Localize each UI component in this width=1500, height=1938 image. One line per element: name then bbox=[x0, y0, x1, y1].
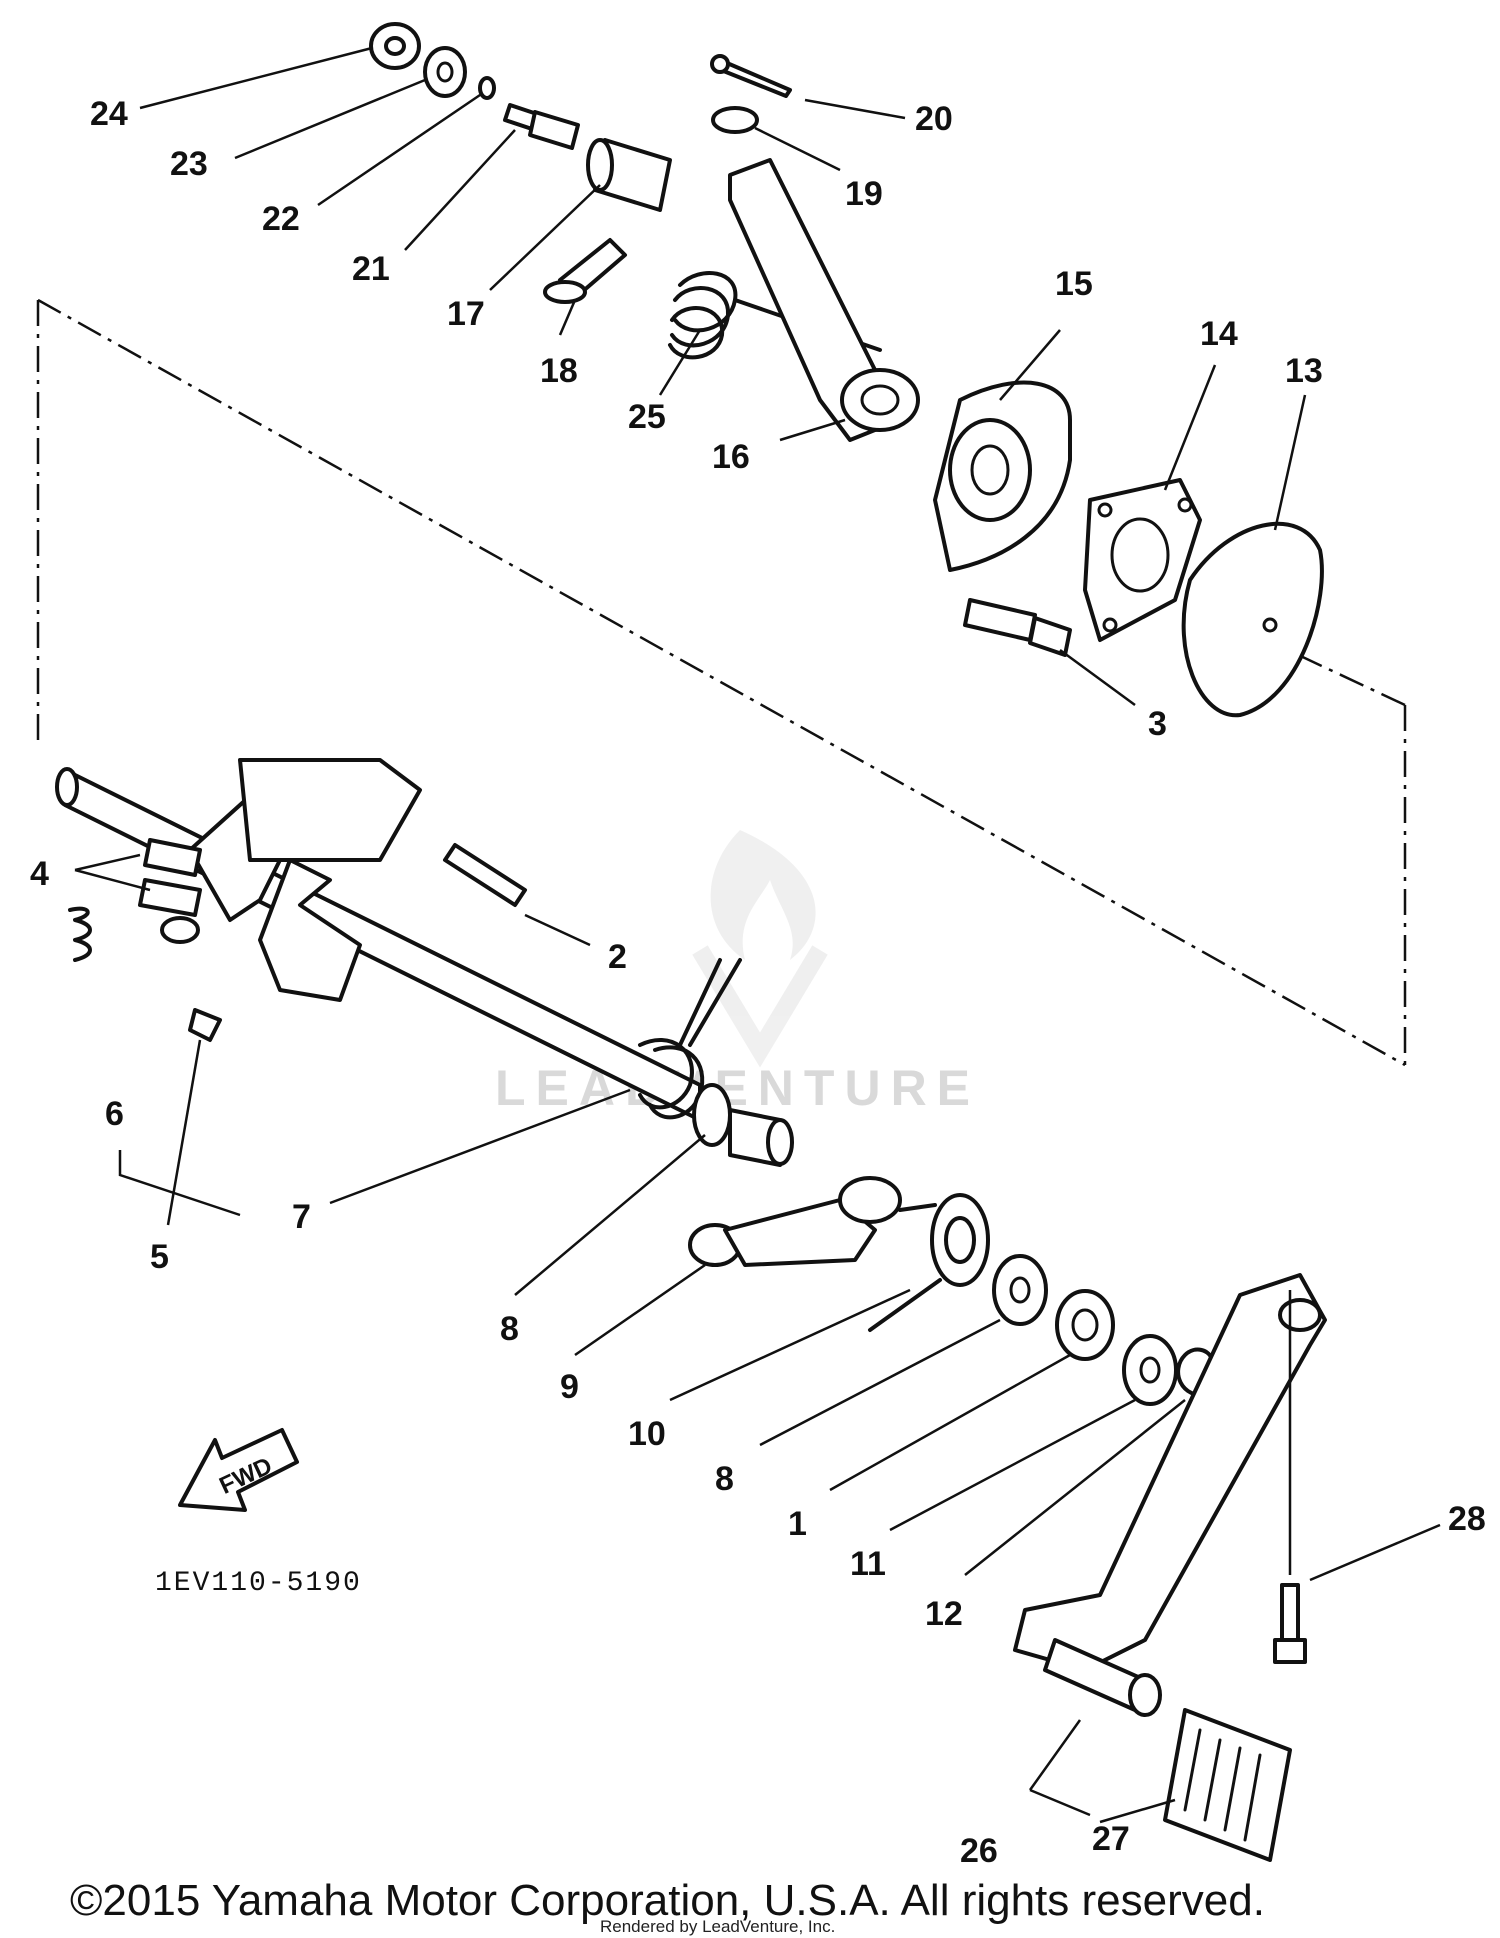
callout-12: 12 bbox=[925, 1595, 963, 1633]
callout-24: 24 bbox=[90, 95, 128, 133]
part-27-rubber bbox=[1163, 1708, 1292, 1862]
callouts: 24 23 22 21 17 18 25 16 20 19 15 14 13 3… bbox=[30, 95, 1486, 1870]
part-17-pin bbox=[586, 138, 672, 212]
callout-22: 22 bbox=[262, 200, 300, 238]
callout-15: 15 bbox=[1055, 265, 1093, 303]
callout-16: 16 bbox=[712, 438, 750, 476]
part-11-washer bbox=[1122, 1334, 1178, 1406]
callout-3: 3 bbox=[1148, 705, 1167, 743]
callout-18: 18 bbox=[540, 352, 578, 390]
part-shaft-spline bbox=[728, 1108, 794, 1167]
part-9-arm bbox=[688, 1176, 902, 1267]
part-14-plate bbox=[1083, 478, 1202, 642]
part-4-pins bbox=[138, 838, 202, 917]
part-12-circlip bbox=[1176, 1347, 1214, 1398]
callout-11: 11 bbox=[850, 1545, 886, 1583]
part-21-bolt bbox=[503, 103, 580, 150]
leader-lines bbox=[74, 46, 1441, 1824]
part-20-cotter-pin bbox=[710, 54, 792, 98]
part-18-clevis-pin bbox=[543, 238, 627, 304]
callout-28: 28 bbox=[1448, 1500, 1486, 1538]
callout-25: 25 bbox=[628, 398, 666, 436]
callout-14: 14 bbox=[1200, 315, 1238, 353]
part-3-bolt bbox=[963, 598, 1072, 657]
watermark-logo bbox=[692, 830, 828, 1068]
callout-23: 23 bbox=[170, 145, 208, 183]
part-23-washer bbox=[423, 46, 467, 98]
part-15-plate bbox=[933, 380, 1072, 572]
callout-19: 19 bbox=[845, 175, 883, 213]
part-16-arm bbox=[728, 158, 920, 442]
part-2-pin bbox=[443, 843, 527, 907]
copyright-notice: ©2015 Yamaha Motor Corporation, U.S.A. A… bbox=[70, 1876, 1265, 1925]
part-24-nut bbox=[369, 22, 421, 70]
part-19-washer bbox=[711, 106, 759, 134]
callout-21: 21 bbox=[352, 250, 390, 288]
callout-4: 4 bbox=[30, 855, 49, 893]
callout-17: 17 bbox=[447, 295, 485, 333]
diagram-part-code: 1EV110-5190 bbox=[155, 1568, 362, 1599]
part-8-collar bbox=[692, 1083, 732, 1147]
rendered-by-credit: Rendered by LeadVenture, Inc. bbox=[600, 1917, 835, 1936]
callout-20: 20 bbox=[915, 100, 953, 138]
callout-8-upper: 8 bbox=[500, 1310, 519, 1348]
part-10-spring bbox=[868, 1193, 990, 1332]
part-6-spring bbox=[68, 906, 92, 962]
watermark-text: LEADVENTURE bbox=[495, 1060, 980, 1116]
callout-9: 9 bbox=[560, 1368, 579, 1406]
callout-2: 2 bbox=[608, 938, 627, 976]
callout-6: 6 bbox=[105, 1095, 124, 1133]
part-5-bolt bbox=[160, 916, 222, 1042]
part-8b-washer bbox=[992, 1254, 1048, 1326]
callout-5: 5 bbox=[150, 1238, 169, 1276]
callout-27: 27 bbox=[1092, 1820, 1130, 1858]
callout-8-lower: 8 bbox=[715, 1460, 734, 1498]
callout-1: 1 bbox=[788, 1505, 807, 1543]
fwd-arrow-icon: FWD bbox=[178, 1428, 299, 1512]
callout-7: 7 bbox=[292, 1198, 311, 1236]
callout-13: 13 bbox=[1285, 352, 1323, 390]
callout-26: 26 bbox=[960, 1832, 998, 1870]
part-28-bolt bbox=[1273, 1583, 1307, 1664]
part-shift-shaft bbox=[55, 758, 702, 1122]
part-13-cam-plate bbox=[1181, 522, 1324, 718]
callout-10: 10 bbox=[628, 1415, 666, 1453]
part-22-ring bbox=[478, 76, 496, 100]
part-1-seal bbox=[1055, 1289, 1115, 1361]
